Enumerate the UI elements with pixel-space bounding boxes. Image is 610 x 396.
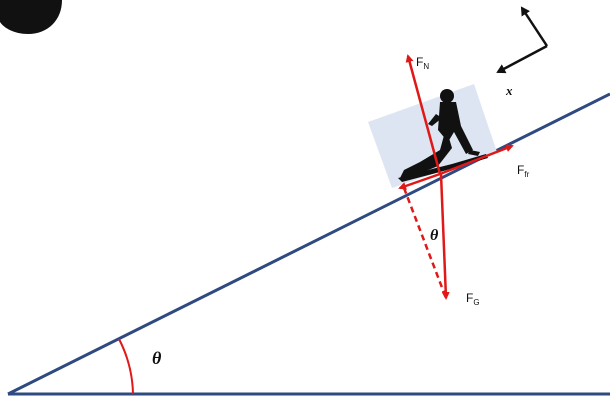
sled-icon: [368, 84, 497, 188]
gravity-force-label: FG: [466, 291, 480, 307]
axis-icon: [496, 6, 549, 74]
incline-line: [7, 92, 610, 396]
corner-shape: [0, 0, 62, 34]
gravity-component-dashed: [402, 187, 448, 299]
incline-angle-arc: [118, 338, 134, 395]
friction-force-label: Ffr: [517, 163, 530, 179]
axis-x-label: x: [505, 83, 513, 98]
force-arrows: [398, 54, 514, 300]
downslope-arrow: [398, 172, 441, 190]
friction-force-arrow: [439, 144, 514, 176]
gravity-force-arrow: [439, 173, 450, 300]
force-angle-label: θ: [430, 227, 439, 244]
normal-force-label: FN: [416, 55, 429, 71]
incline-angle-label: θ: [152, 348, 162, 368]
normal-force-arrow: [405, 54, 442, 175]
